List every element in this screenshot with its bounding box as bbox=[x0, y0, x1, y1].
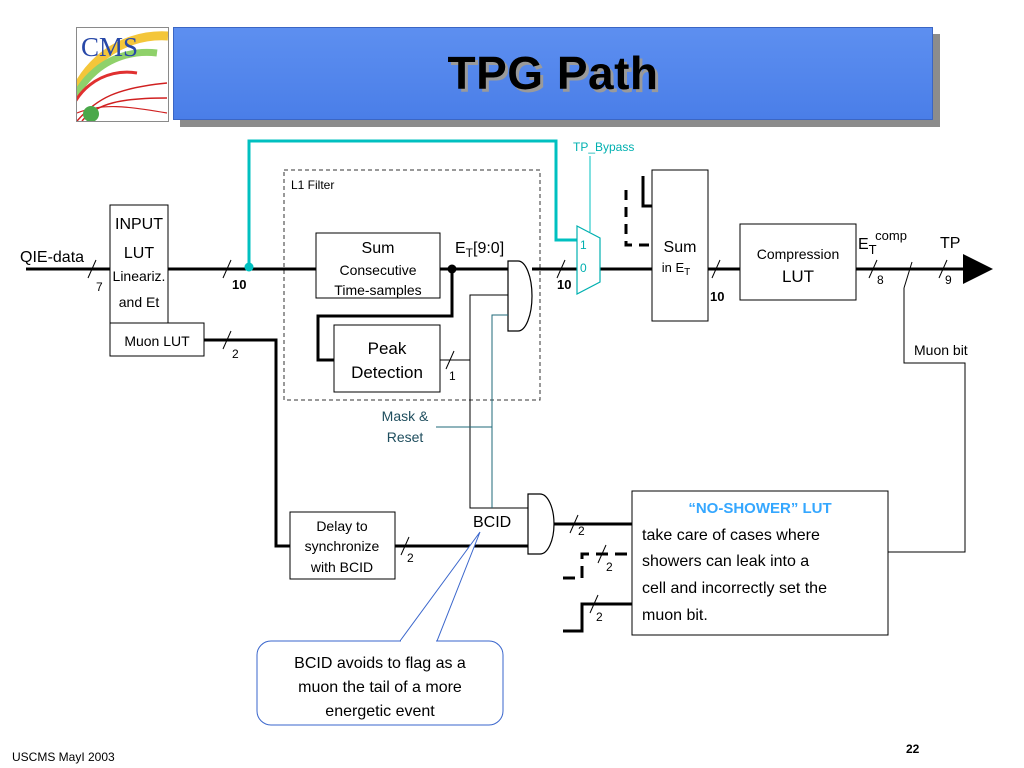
tp-label: TP bbox=[940, 235, 960, 252]
input-lut-line3: Lineariz. bbox=[113, 268, 166, 284]
page-number: 22 bbox=[906, 742, 920, 756]
sum-et-dashed-input bbox=[624, 190, 652, 247]
no-shower-line3: cell and incorrectly set the bbox=[642, 580, 827, 597]
mask-reset-line2: Reset bbox=[387, 429, 424, 445]
peak-to-and-line bbox=[440, 294, 508, 361]
step-input-2 bbox=[563, 602, 632, 633]
bus-width-8: 8 bbox=[877, 273, 884, 287]
sum-block-line2: Consecutive bbox=[339, 262, 416, 278]
peak-to-bcid-and bbox=[469, 295, 528, 509]
compression-line2: LUT bbox=[782, 267, 814, 286]
bcid-and-gate bbox=[527, 493, 555, 555]
no-shower-line2: showers can leak into a bbox=[642, 553, 809, 570]
bus-width-10-sum: 10 bbox=[710, 289, 724, 304]
callout-line1: BCID avoids to flag as a bbox=[294, 655, 466, 672]
callout-pointer bbox=[399, 531, 481, 642]
cms-logo: CMS bbox=[76, 27, 169, 122]
muon-lut-block bbox=[109, 322, 205, 357]
sum-to-peak-line bbox=[316, 269, 454, 362]
cms-logo-graphic: CMS bbox=[77, 31, 168, 121]
muon-lut-to-delay bbox=[204, 338, 290, 548]
no-shower-line4: muon bit. bbox=[642, 607, 708, 624]
sum-block-line1: Sum bbox=[362, 240, 395, 257]
muon-bit-label: Muon bit bbox=[914, 342, 968, 358]
bus-width-marks bbox=[87, 259, 948, 614]
et-label: ET[9:0] bbox=[455, 240, 504, 260]
slide-title: TPG Path bbox=[447, 47, 659, 99]
sum-consecutive-block bbox=[315, 232, 441, 299]
bus-width-2-and: 2 bbox=[578, 524, 585, 538]
qie-data-label: QIE-data bbox=[20, 249, 84, 266]
no-shower-line1: take care of cases where bbox=[642, 527, 820, 544]
input-lut-line1: INPUT bbox=[115, 216, 163, 233]
muon-bit-tap bbox=[903, 261, 913, 289]
mask-reset-feed bbox=[491, 314, 508, 508]
bus-width-10-lut: 10 bbox=[232, 277, 246, 292]
peak-block-line1: Peak bbox=[368, 339, 407, 358]
no-shower-lut-box bbox=[631, 490, 889, 636]
compression-lut-block bbox=[739, 223, 857, 301]
peak-block-line2: Detection bbox=[351, 363, 423, 382]
bus-width-2-step: 2 bbox=[596, 610, 603, 624]
mux-input-0: 0 bbox=[580, 261, 587, 275]
title-bar bbox=[173, 27, 933, 120]
bus-width-9: 9 bbox=[945, 273, 952, 287]
bus-width-10-and: 10 bbox=[557, 277, 571, 292]
footer-left: USCMS MayI 2003 bbox=[12, 750, 115, 764]
delay-line3: with BCID bbox=[310, 559, 373, 575]
delay-line1: Delay to bbox=[316, 518, 368, 534]
input-lut-block bbox=[109, 204, 169, 324]
bypass-mux bbox=[576, 225, 601, 295]
bypass-junction bbox=[244, 262, 254, 272]
bus-width-1: 1 bbox=[449, 369, 456, 383]
callout-line3: energetic event bbox=[325, 703, 435, 720]
dashed-input-2 bbox=[563, 552, 632, 580]
logo-text: CMS bbox=[81, 32, 138, 62]
bus-width-2-dashed: 2 bbox=[606, 560, 613, 574]
sum-et-side-input bbox=[641, 176, 652, 208]
sum-et-line1: Sum bbox=[664, 239, 697, 256]
tp-bypass-label: TP_Bypass bbox=[573, 140, 634, 154]
sum-in-et-block bbox=[651, 169, 709, 322]
input-lut-line2: LUT bbox=[124, 245, 154, 262]
muon-bit-line bbox=[888, 288, 966, 553]
sum-et-line2: in ET bbox=[662, 260, 691, 278]
et-comp-label: ETcomp bbox=[858, 228, 907, 257]
l1-filter-label: L1 Filter bbox=[291, 178, 334, 192]
muon-lut-label: Muon LUT bbox=[124, 333, 190, 349]
bus-width-2-muon: 2 bbox=[232, 347, 239, 361]
input-lut-line4: and Et bbox=[119, 294, 160, 310]
tp-bypass-line bbox=[247, 139, 577, 267]
no-shower-title: “NO-SHOWER” LUT bbox=[688, 500, 831, 517]
mux-input-1: 1 bbox=[580, 238, 587, 252]
compression-line1: Compression bbox=[757, 246, 839, 262]
l1-filter-region bbox=[283, 169, 541, 401]
mask-reset-line1: Mask & bbox=[382, 408, 429, 424]
bus-width-2-delay: 2 bbox=[407, 551, 414, 565]
delay-line2: synchronize bbox=[305, 538, 380, 554]
mask-and-gate bbox=[507, 260, 533, 332]
callout-line2: muon the tail of a more bbox=[298, 679, 462, 696]
bcid-callout bbox=[256, 640, 504, 726]
bcid-label: BCID bbox=[473, 514, 511, 531]
sum-block-line3: Time-samples bbox=[334, 282, 421, 298]
bus-width-7: 7 bbox=[96, 280, 103, 294]
